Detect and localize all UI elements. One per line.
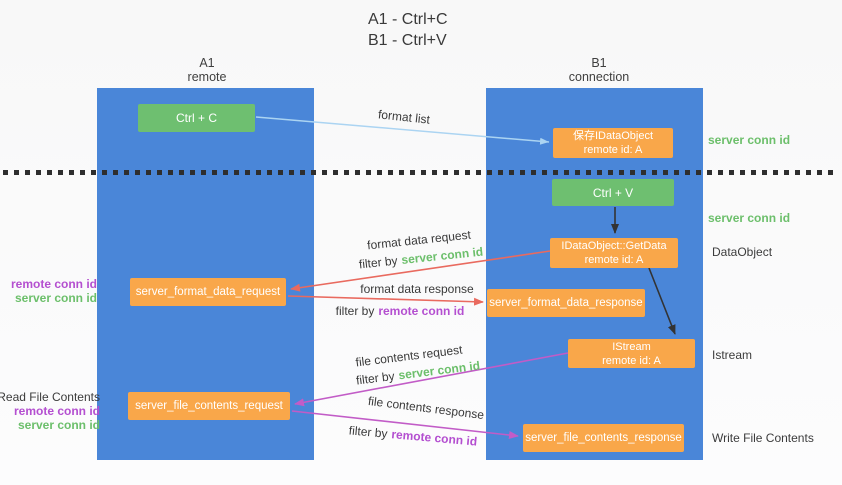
column-b1-id: B1 [591,56,607,70]
format-conn-ids-block: remote conn id server conn id [11,277,97,305]
server-file-contents-request-node: server_file_contents_request [128,392,290,420]
server-conn-id-label-format: server conn id [14,291,97,305]
server-file-contents-response-node: server_file_contents_response [523,424,684,452]
session-divider-dotted-line [3,170,839,175]
save-dataobject-line1: 保存IDataObject [572,130,654,142]
write-file-contents-label: Write File Contents [712,431,814,445]
format-data-response-arrow [287,295,484,306]
title-line-1: A1 - Ctrl+C [368,11,448,28]
remote-conn-id-label-file: remote conn id [13,404,100,418]
getdata-to-istream-arrow [648,267,676,335]
filter-by-text: filter by [335,304,375,318]
format-data-request-arrow [290,250,551,292]
istream-line1: IStream [612,340,651,353]
getdata-line2: remote id: A [584,254,644,266]
column-a1-subtitle: remote [187,70,227,84]
title-line-2: B1 - Ctrl+V [368,32,447,49]
istream-node: IStream remote id: A [568,339,695,368]
column-b1-subtitle: connection [568,70,630,84]
diagram-title: A1 - Ctrl+C B1 - Ctrl+V [368,9,448,51]
ctrl-c-label: Ctrl + C [175,111,217,125]
server-conn-id-label-top: server conn id [708,133,791,147]
file-contents-request-arrow [294,352,569,407]
remote-conn-id-inline: remote conn id [378,304,465,318]
ctrl-c-node: Ctrl + C [138,104,255,132]
istream-label: Istream [712,348,753,362]
file-contents-response-arrow [291,410,519,439]
remote-conn-id-label-format: remote conn id [10,277,97,291]
save-dataobject-node: 保存IDataObject remote id: A [553,128,673,158]
column-a1-id: A1 [199,56,215,70]
dataobject-label: DataObject [712,245,773,259]
format-data-response-label: format data response [360,282,474,296]
server-conn-id-label-mid: server conn id [708,211,791,225]
file-conn-ids-block: Read File Contents remote conn id server… [0,390,100,432]
server-format-data-request-node: server_format_data_request [130,278,286,306]
column-header-b1: B1 connection [544,56,654,84]
read-file-contents-label: Read File Contents [0,390,100,404]
ctrl-v-node: Ctrl + V [552,179,674,206]
getdata-line1: IDataObject::GetData [561,240,667,252]
format-list-arrow [255,116,550,145]
server-format-data-response-node: server_format_data_response [487,289,645,317]
ctrl-v-label: Ctrl + V [592,185,634,200]
column-header-a1: A1 remote [152,56,262,84]
save-dataobject-line2: remote id: A [583,144,643,156]
getdata-node: IDataObject::GetData remote id: A [550,238,678,268]
server-conn-id-label-file: server conn id [17,418,100,432]
istream-line2: remote id: A [602,354,661,367]
